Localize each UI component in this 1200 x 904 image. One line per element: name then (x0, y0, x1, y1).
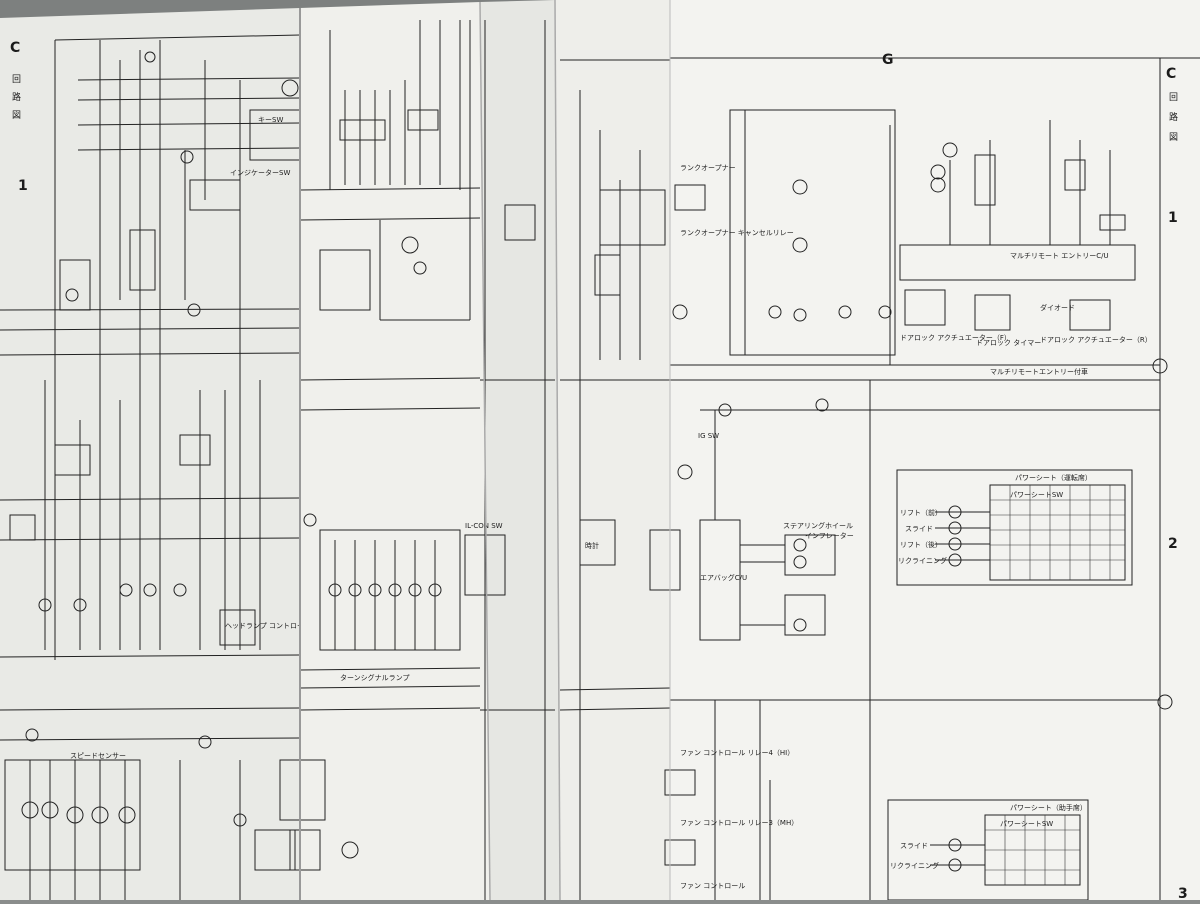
power-seat-driver-label: パワーシート（運転席） (1015, 473, 1092, 482)
section-letter-right: C (1166, 66, 1176, 82)
section-title-left-3: 図 (12, 110, 21, 121)
row-number-2: 2 (1168, 536, 1178, 552)
speed-sensor-label: スピードセンサー (70, 752, 126, 760)
section-title-right-2: 路 (1169, 111, 1178, 123)
section-title-right-1: 回 (1169, 92, 1178, 103)
power-seat-sw-label-driver: パワーシートSW (1010, 491, 1063, 499)
section-title-left-2: 路 (12, 91, 21, 103)
power-seat-sw-label-passenger: パワーシートSW (1000, 820, 1053, 828)
section-letter-left: C (10, 40, 20, 56)
fan-relay-mh-label: ファン コントロール リレー3（MH） (680, 819, 798, 827)
middle-strip-page: IL-CON SW (464, 0, 560, 900)
lift-front-label: リフト（前） (900, 508, 942, 517)
fan-relay-3-label: ファン コントロール (680, 882, 745, 890)
center-right-page: 時計 (555, 0, 671, 900)
slide-passenger-label: スライド (900, 842, 928, 850)
head-lamp-control-label: ヘッドランプ コントロール (225, 622, 311, 630)
multi-remote-entry-label: マルチリモートエントリー付車 (990, 367, 1088, 376)
reclining-passenger-label: リクライニング (890, 861, 939, 870)
key-sw-label: キーSW (258, 116, 283, 124)
ig-sw-label: IG SW (698, 432, 719, 440)
clock-label: 時計 (585, 541, 599, 550)
diode-label: ダイオード (1040, 303, 1075, 312)
turn-signal-lamp-label: ターンシグナルランプ (340, 673, 409, 682)
power-seat-passenger-label: パワーシート（助手席） (1010, 803, 1087, 812)
indicator-sw-label: インジケーターSW (230, 168, 290, 177)
middle-left-page: ターンシグナルランプ (279, 2, 490, 900)
left-page: C 回 路 図 1 キーSW インジケーターSW ヘッドランプ コントロール ス… (0, 8, 311, 900)
right-page: G C 回 路 図 1 2 3 マルチリモート エントリーC/U ドアロック ア… (649, 0, 1200, 902)
il-con-sw-label: IL-CON SW (465, 522, 503, 530)
grid-column-letter: G (882, 52, 894, 68)
steering-wheel-label: ステアリングホイール (783, 521, 853, 530)
door-lock-timer-label: ドアロック タイマー (976, 338, 1041, 347)
row-number-1-left: 1 (18, 178, 28, 194)
reclining-label: リクライニング (898, 556, 947, 565)
multi-remote-cu-label: マルチリモート エントリーC/U (1010, 252, 1109, 260)
airbag-unit-label: エアバッグC/U (700, 573, 747, 582)
lift-rear-label: リフト（後） (900, 540, 942, 549)
row-number-3: 3 (1178, 886, 1188, 900)
fan-relay-hi-label: ファン コントロール リレー4（HI） (680, 749, 794, 757)
trunk-opener-label: ランクオープナー (680, 164, 736, 172)
trunk-opener-cancel-label: ランクオープナー キャンセルリレー (680, 229, 794, 237)
row-number-1-right: 1 (1168, 210, 1178, 226)
section-title-right-3: 図 (1169, 132, 1178, 143)
section-title-left-1: 回 (12, 74, 21, 85)
door-lock-actuator-rear-label: ドアロック アクチュエーター（R） (1040, 335, 1152, 344)
left-page-wiring (0, 34, 301, 900)
inflator-label: インフレーター (805, 531, 854, 540)
slide-label: スライド (905, 525, 933, 533)
door-lock-actuator-front-label: ドアロック アクチュエーター（F） (900, 333, 1011, 342)
